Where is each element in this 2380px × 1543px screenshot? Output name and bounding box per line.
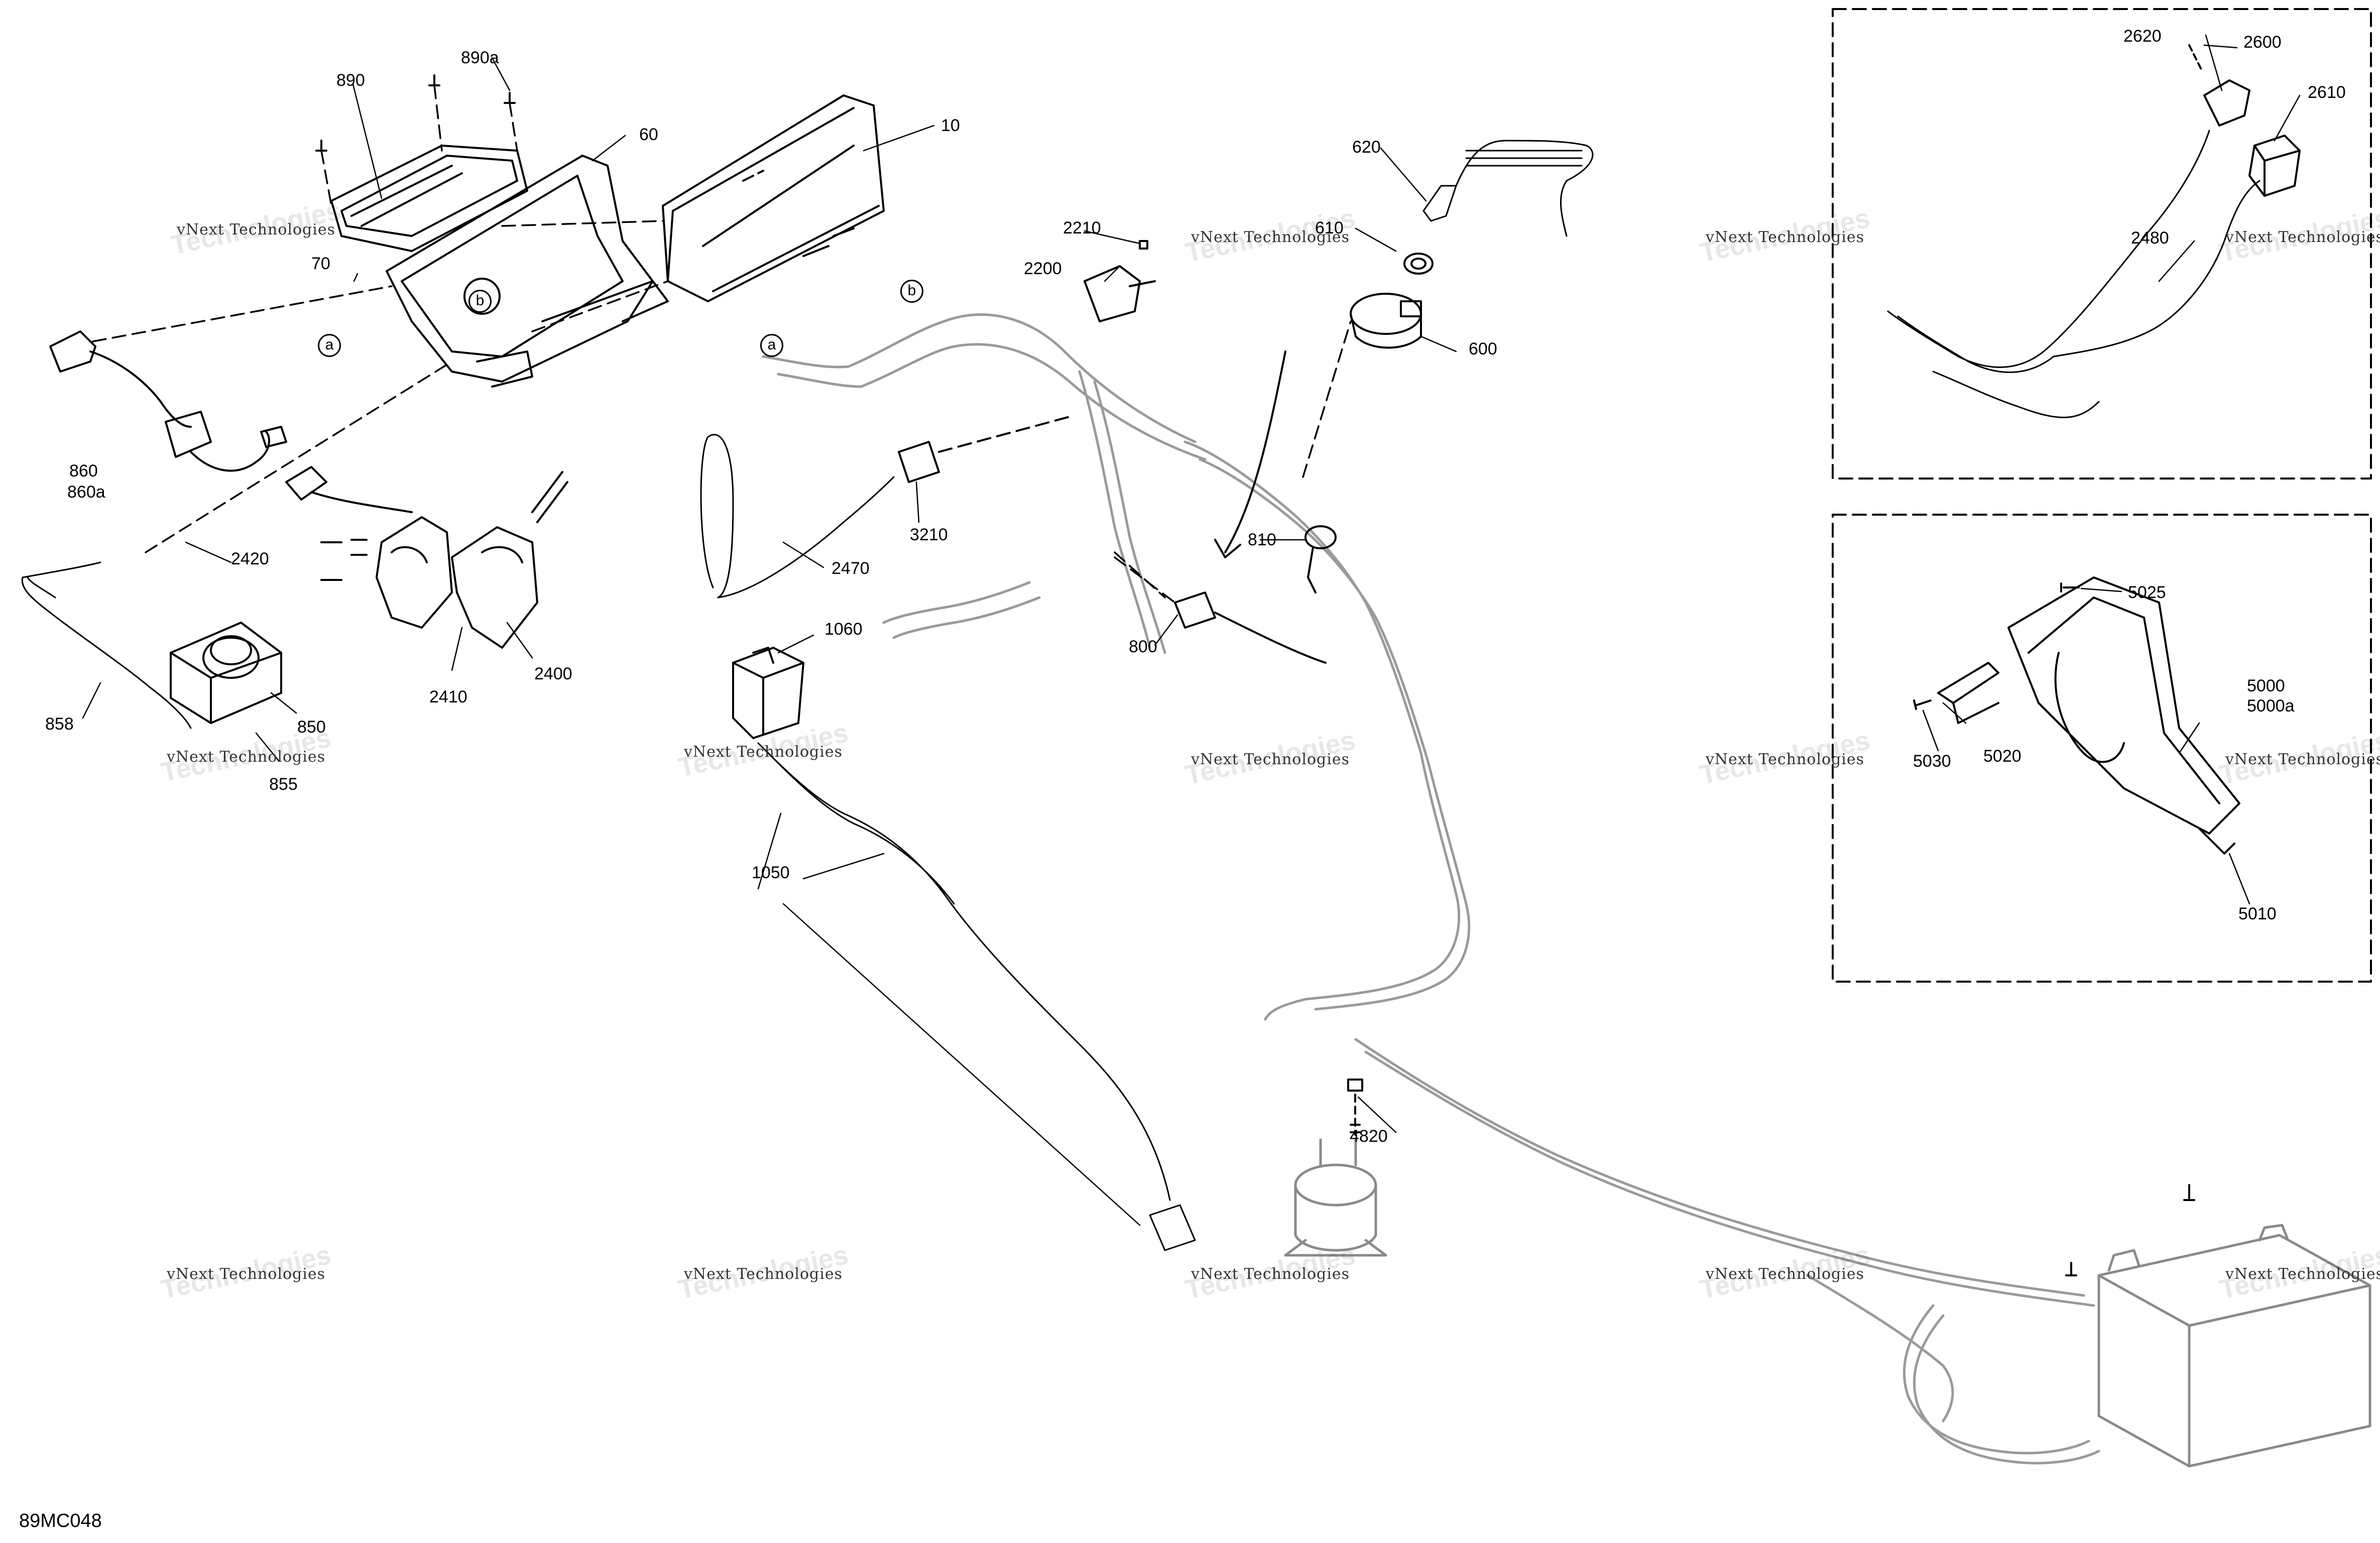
bracket-5020 (1937, 662, 1999, 724)
label-860: 860 (69, 461, 98, 481)
label-5030: 5030 (1913, 752, 1951, 771)
callout-b-left: b (468, 290, 492, 313)
label-5000a: 5000a (2247, 696, 2295, 716)
label-2600: 2600 (2243, 33, 2282, 52)
label-2200: 2200 (1024, 259, 1062, 278)
label-2480: 2480 (2131, 228, 2169, 248)
label-2420: 2420 (231, 549, 269, 568)
grip-connector-2600 (2188, 44, 2250, 127)
heated-visor-outlet-850 (170, 622, 282, 724)
label-2610: 2610 (2308, 83, 2346, 102)
handlebar-switch-2410 (376, 516, 453, 629)
heated-grip-harness-2480 (1887, 130, 2260, 418)
label-5025: 5025 (2128, 583, 2166, 602)
label-2210: 2210 (1063, 218, 1101, 238)
callout-a-right: a (760, 334, 783, 357)
label-890: 890 (336, 71, 365, 90)
label-70: 70 (311, 254, 330, 273)
leader-lines (82, 34, 2301, 1226)
label-3210: 3210 (910, 525, 948, 544)
label-855: 855 (269, 775, 298, 794)
callout-a-left: a (318, 334, 341, 357)
switch-harness-connector (285, 466, 413, 513)
label-600: 600 (1469, 339, 1497, 359)
label-2400: 2400 (534, 664, 572, 683)
connector-3210 (898, 416, 1070, 483)
battery (2097, 1224, 2371, 1468)
label-2620: 2620 (2123, 27, 2162, 46)
label-4820: 4820 (1350, 1127, 1388, 1146)
label-610: 610 (1315, 218, 1344, 238)
label-800: 800 (1129, 637, 1157, 656)
diagram-code: 89MC048 (19, 1510, 102, 1531)
direction-arrows (1214, 350, 1286, 558)
label-5010: 5010 (2238, 904, 2277, 923)
battery-screws (2065, 1184, 2195, 1276)
label-858: 858 (45, 715, 74, 734)
label-810: 810 (1248, 530, 1276, 549)
assembly-dash-lines (92, 84, 1352, 604)
control-module-5000 (2007, 576, 2240, 855)
starter-solenoid (1284, 1138, 1387, 1257)
connector-800 (1174, 591, 1327, 664)
grip-connector-2610 (2248, 135, 2301, 197)
label-2470: 2470 (831, 559, 870, 578)
cluster-cover (330, 145, 528, 252)
key-nut-610 (1403, 253, 1434, 275)
cluster-bracket (386, 155, 669, 388)
main-wiring-harness (762, 313, 2100, 1465)
label-1060: 1060 (824, 620, 863, 639)
connector-2200 (1084, 240, 1156, 322)
harness-1050 (757, 742, 1196, 1251)
label-2410: 2410 (429, 687, 467, 706)
switch-1060 (732, 647, 804, 739)
label-1050: 1050 (752, 863, 790, 882)
solenoid-nut (1347, 1079, 1363, 1136)
screws-5025-5030 (1913, 582, 2080, 710)
label-860a: 860a (67, 483, 105, 502)
label-60: 60 (639, 125, 658, 144)
key-switch-600 (1350, 293, 1422, 349)
sensor-810 (1304, 525, 1337, 594)
harness-858 (21, 561, 192, 729)
label-5020: 5020 (1983, 747, 2021, 766)
label-10: 10 (941, 116, 960, 135)
switch-860 (49, 330, 287, 472)
instrument-cluster (662, 94, 885, 302)
cable-2470 (700, 434, 895, 599)
label-5000: 5000 (2247, 676, 2285, 695)
detail-frame-heated-grip (1832, 8, 2372, 480)
handlebar-switch-2400 (451, 471, 568, 649)
label-890a: 890a (461, 48, 499, 67)
label-850: 850 (297, 718, 326, 737)
tether-cord-620 (1422, 140, 1594, 237)
label-620: 620 (1352, 138, 1381, 157)
switch-screws-2420 (320, 539, 368, 581)
detail-frame-control-module (1832, 514, 2372, 983)
callout-b-right: b (900, 280, 923, 303)
